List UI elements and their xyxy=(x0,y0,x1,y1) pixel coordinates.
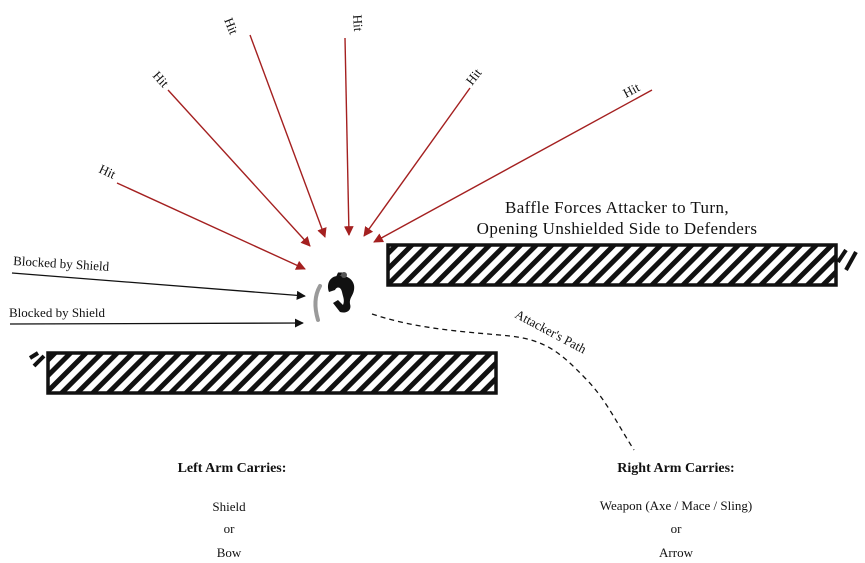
upper-wall xyxy=(386,243,858,287)
attacker-figure-icon xyxy=(328,275,355,313)
blocked-arrow xyxy=(9,318,304,328)
hit-label: Hit xyxy=(150,68,173,91)
shield-icon xyxy=(313,284,322,322)
hit-label: Hit xyxy=(221,16,241,37)
hit-arrows xyxy=(116,34,653,270)
hit-label: Hit xyxy=(350,14,366,32)
lower-wall-break-icon xyxy=(28,351,46,368)
blocked-arrows xyxy=(9,272,306,328)
hit-label: Hit xyxy=(620,79,642,100)
right-arm-item-2: Arrow xyxy=(659,545,694,560)
baffle-caption-line-1: Baffle Forces Attacker to Turn, xyxy=(505,198,729,217)
hit-arrow xyxy=(116,182,306,270)
hit-arrow xyxy=(167,89,311,247)
baffle-caption-line-2: Opening Unshielded Side to Defenders xyxy=(477,219,758,238)
right-arm-heading: Right Arm Carries: xyxy=(617,461,734,476)
right-arm-item-1: Weapon (Axe / Mace / Sling) xyxy=(600,498,752,513)
right-arm-or: or xyxy=(671,521,683,536)
blocked-arrow xyxy=(11,272,306,300)
left-arm-heading: Left Arm Carries: xyxy=(178,461,287,476)
hit-label: Hit xyxy=(463,65,485,88)
blocked-label: Blocked by Shield xyxy=(13,253,110,274)
blocked-label: Blocked by Shield xyxy=(9,305,106,320)
left-arm-or: or xyxy=(224,521,236,536)
hit-arrow xyxy=(343,37,354,236)
left-arm-item-2: Bow xyxy=(217,545,242,560)
attacker-figure xyxy=(313,272,355,322)
lower-wall xyxy=(28,351,498,395)
hit-arrow xyxy=(363,87,471,237)
left-arm-item-1: Shield xyxy=(212,499,246,514)
hit-label: Hit xyxy=(97,161,119,182)
hit-arrow xyxy=(249,34,327,238)
upper-wall-break-icon xyxy=(836,248,858,271)
hit-arrow xyxy=(373,89,653,243)
attackers-path-line xyxy=(371,313,635,451)
